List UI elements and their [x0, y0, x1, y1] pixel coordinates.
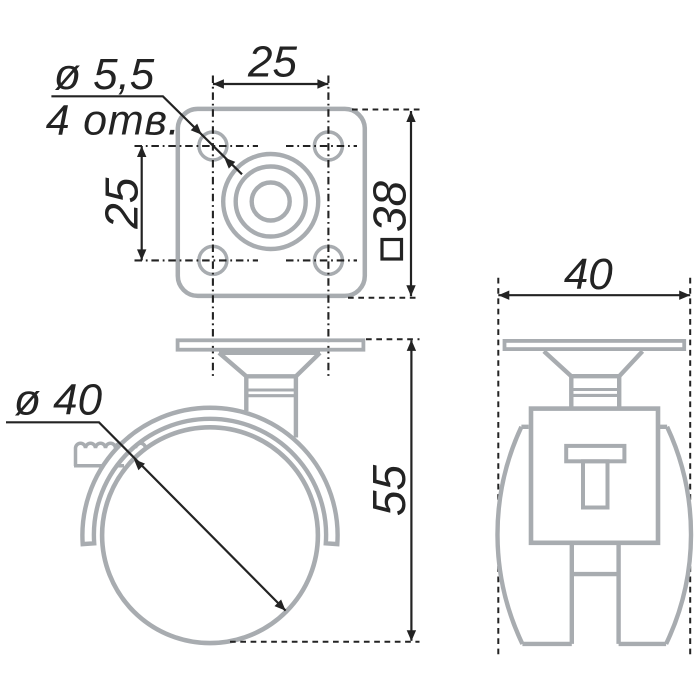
svg-text:ø 5,5: ø 5,5 [54, 50, 155, 99]
svg-text:ø 40: ø 40 [14, 376, 103, 425]
svg-text:55: 55 [363, 465, 415, 517]
svg-text:4 отв.: 4 отв. [46, 96, 181, 144]
svg-text:25: 25 [247, 38, 297, 87]
svg-text:25: 25 [95, 177, 147, 230]
svg-text:38: 38 [364, 181, 416, 233]
svg-text:40: 40 [564, 250, 613, 299]
